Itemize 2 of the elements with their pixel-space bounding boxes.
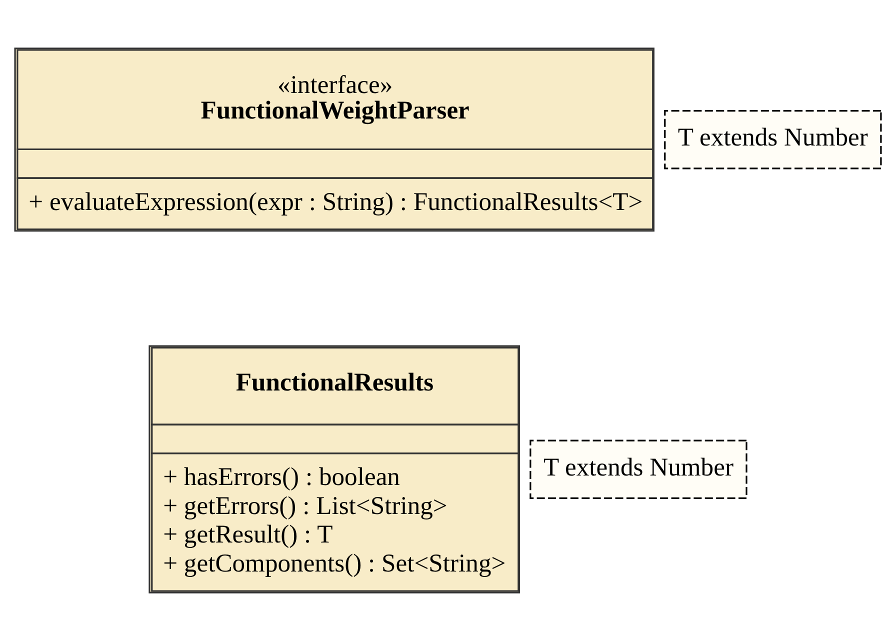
node-box: T extends Number	[664, 110, 882, 170]
node-box: T extends Number	[530, 440, 748, 499]
